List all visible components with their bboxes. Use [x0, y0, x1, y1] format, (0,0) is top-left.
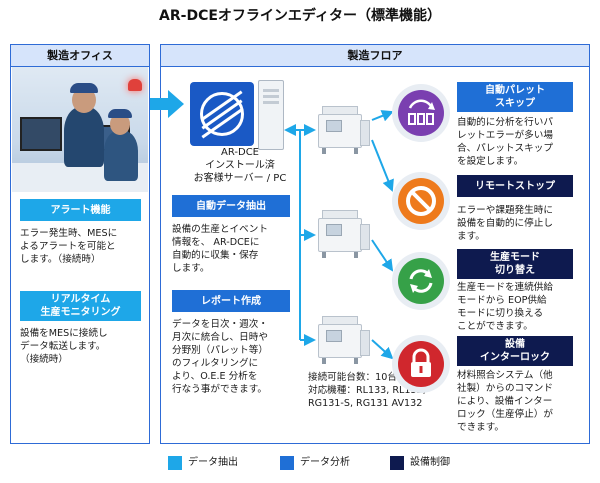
legend-swatch-extract	[168, 456, 182, 470]
report-desc: データを日次・週次・ 月次に統合し、日時や 分野別（パレット等） のフィルタリン…	[172, 319, 268, 395]
auto-data-extract-desc: 設備の生産とイベント 情報を、 AR-DCEに 自動的に収集・保存 します。	[172, 224, 268, 274]
realtime-monitoring-label: リアルタイム生産モニタリング	[20, 291, 141, 321]
report-label: レポート作成	[172, 290, 290, 312]
machine-2-icon	[318, 210, 370, 260]
office-photo	[12, 67, 148, 192]
remote-stop-desc: エラーや課題発生時に 設備を自動的に停止し ます。	[457, 205, 553, 242]
office-to-floor-arrow-icon	[150, 90, 184, 118]
legend-label-control: 設備制御	[410, 457, 450, 468]
auto-data-extract-label: 自動データ抽出	[172, 195, 290, 217]
office-panel-header: 製造オフィス	[11, 45, 149, 67]
page-title: AR-DCEオフラインエディター（標準機能）	[159, 8, 441, 24]
alert-function-label: アラート機能	[20, 199, 141, 221]
pc-tower-icon	[258, 80, 284, 150]
legend-label-extract: データ抽出	[188, 457, 238, 468]
pallet-skip-desc: 自動的に分析を行いパ レットエラーが多い場 合、パレットスキップ を設定します。	[457, 117, 553, 167]
connectable-info: 接続可能台数：10台まで 対応機種：RL133, RL132, RG131-S,…	[308, 372, 426, 409]
lock-icon	[398, 341, 444, 387]
production-mode-label: 生産モード切り替え	[457, 249, 573, 279]
ar-dce-logo-icon	[190, 82, 254, 146]
alert-lamp-icon	[128, 79, 142, 91]
legend-swatch-control	[390, 456, 404, 470]
legend-swatch-analysis	[280, 456, 294, 470]
alert-function-desc: エラー発生時、MESに よるアラートを可能と します。（接続時）	[20, 228, 118, 265]
stop-icon	[398, 178, 444, 224]
pc-caption: AR-DCE インストール済 お客様サーバー / PC	[193, 147, 287, 184]
production-mode-desc: 生産モードを連続供給 モードから EOP供給 モードに切り換える ことができます…	[457, 282, 553, 332]
floor-panel-header: 製造フロア	[161, 45, 589, 67]
remote-stop-label: リモートストップ	[457, 175, 573, 197]
realtime-monitoring-desc: 設備をMESに接続し データ転送します。 （接続時）	[20, 328, 108, 365]
interlock-label: 設備インターロック	[457, 336, 573, 366]
pallet-skip-icon	[398, 90, 444, 136]
interlock-desc: 材料照合システム（他 社製）からのコマンド により、設備インター ロック（生産停…	[457, 370, 553, 433]
machine-3-icon	[318, 316, 370, 366]
refresh-icon	[398, 258, 444, 304]
pallet-skip-label: 自動パレットスキップ	[457, 82, 573, 112]
office-panel: 製造オフィス アラート機能 エラー発生時、MESに よるアラートを可能と します…	[10, 44, 150, 444]
legend-label-analysis: データ分析	[300, 457, 350, 468]
machine-1-icon	[318, 106, 370, 156]
